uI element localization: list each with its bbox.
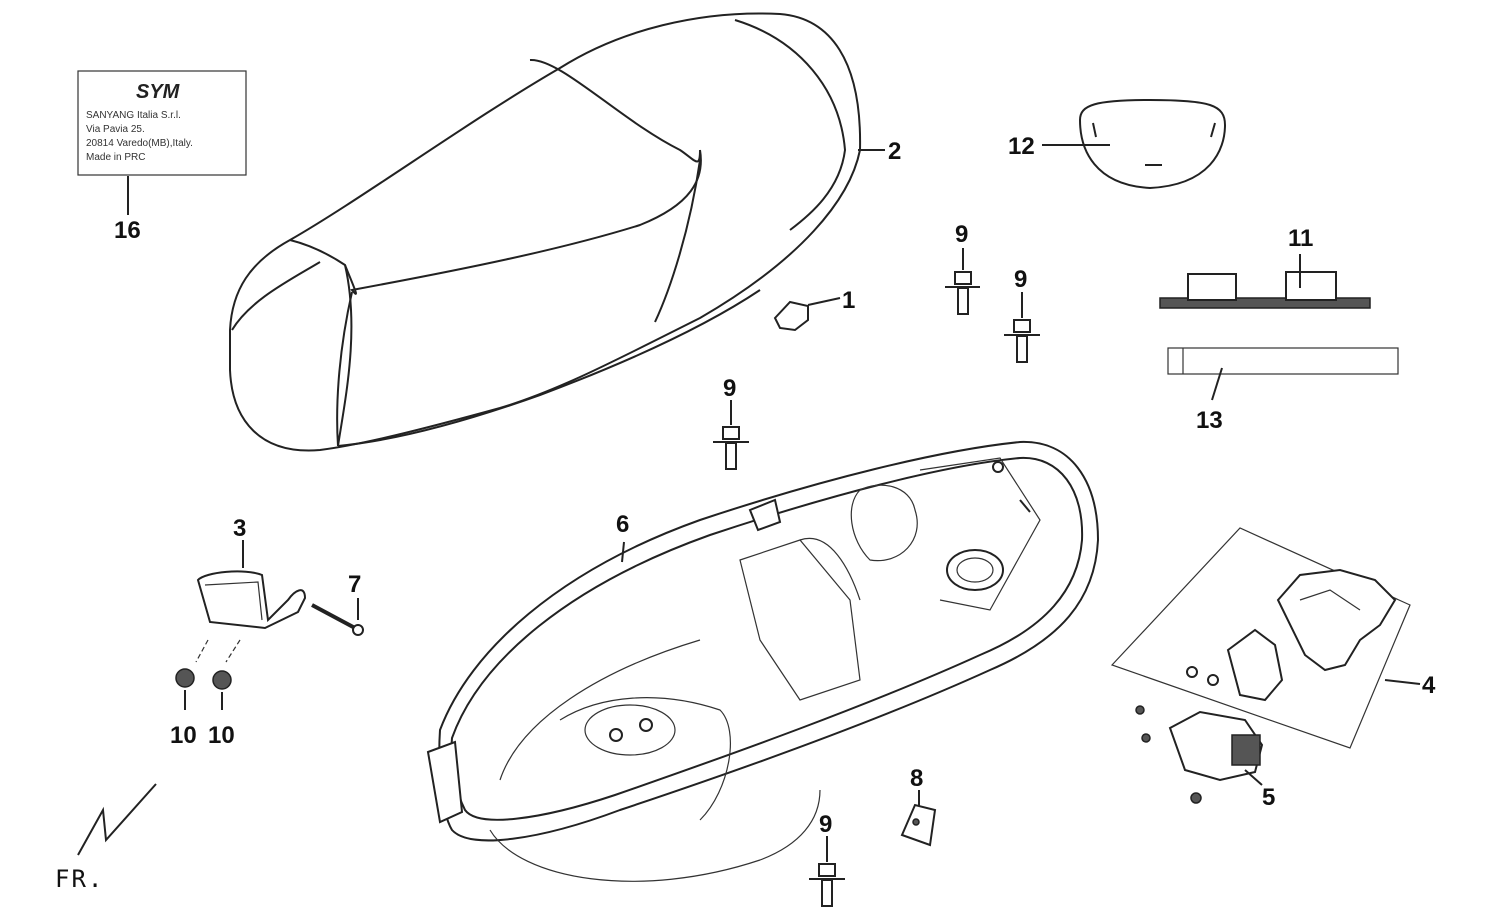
callout-16: 16 (114, 217, 141, 244)
callout-8: 8 (910, 765, 923, 792)
part-13-strip: 13 (1167, 347, 1399, 434)
part-8-clip: 8 (900, 765, 937, 847)
callout-10-a: 10 (170, 722, 197, 749)
callout-10-b: 10 (208, 722, 235, 749)
label-line-1: SANYANG Italia S.r.l. (86, 110, 181, 121)
part-11-rail: 11 (1159, 225, 1371, 309)
label-line-4: Made in PRC (86, 152, 145, 163)
callout-11: 11 (1288, 225, 1313, 252)
part-3-bracket: 3 (195, 515, 307, 663)
callout-13: 13 (1196, 407, 1223, 434)
part-2-seat: 2 (229, 12, 901, 452)
callout-9-a: 9 (955, 221, 968, 248)
label-line-3: 20814 Varedo(MB),Italy. (86, 138, 193, 149)
part-10-nut-b: 10 (208, 670, 235, 749)
part-9-screw-c: 9 (713, 375, 749, 470)
part-10-nut-a: 10 (170, 668, 197, 749)
part-7-pin: 7 (311, 571, 364, 636)
part-9-screw-b: 9 (1004, 266, 1040, 363)
part-9-screw-d: 9 (809, 811, 845, 907)
part-4-lock-assembly: 4 (1110, 527, 1436, 749)
front-marker-label: FR. (55, 865, 104, 893)
callout-7: 7 (348, 571, 361, 598)
part-16-label-sticker: SYM SANYANG Italia S.r.l. Via Pavia 25. … (77, 70, 247, 244)
callout-9-c: 9 (723, 375, 736, 402)
callout-3: 3 (233, 515, 246, 542)
part-1-clip: 1 (773, 287, 855, 332)
callout-9-d: 9 (819, 811, 832, 838)
callout-5: 5 (1262, 784, 1275, 811)
callout-9-b: 9 (1014, 266, 1027, 293)
part-12-emblem: 12 (1008, 98, 1227, 190)
part-5-latch: 5 (1135, 705, 1275, 811)
label-brand: SYM (136, 81, 181, 103)
front-direction-marker: FR. (55, 783, 157, 893)
part-6-storage-box: 6 (426, 440, 1100, 882)
callout-2: 2 (888, 138, 901, 165)
callout-1: 1 (842, 287, 855, 314)
label-line-2: Via Pavia 25. (86, 124, 145, 135)
part-9-screw-a: 9 (945, 221, 980, 315)
callout-12: 12 (1008, 133, 1035, 160)
callout-4: 4 (1422, 672, 1436, 699)
callout-6: 6 (616, 511, 629, 538)
